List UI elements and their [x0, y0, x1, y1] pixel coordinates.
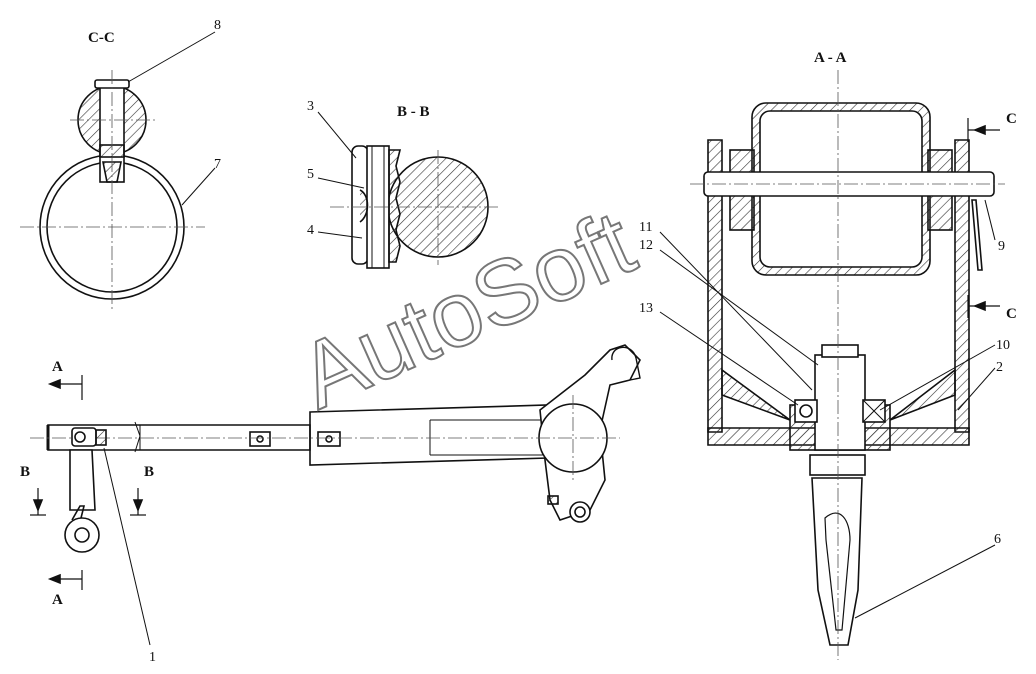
section-label-b-right: B — [144, 464, 154, 480]
section-label-a-top: A — [52, 359, 63, 375]
callout-1: 1 — [149, 650, 156, 665]
section-label-c-bottom: C — [1006, 306, 1017, 322]
section-label-c-top: C — [1006, 111, 1017, 127]
callout-9: 9 — [998, 239, 1005, 254]
callout-12: 12 — [639, 238, 653, 253]
callout-4: 4 — [307, 223, 314, 238]
section-label-bb: B - B — [397, 104, 430, 120]
view-c-c — [20, 31, 216, 310]
callout-2: 2 — [996, 360, 1003, 375]
callout-13: 13 — [639, 301, 653, 316]
view-b-b — [317, 111, 500, 269]
section-label-aa: A - A — [814, 50, 847, 66]
callout-6: 6 — [994, 532, 1001, 547]
callout-8: 8 — [214, 18, 221, 33]
section-label-a-bottom: A — [52, 592, 63, 608]
section-label-b-left: B — [20, 464, 30, 480]
callout-11: 11 — [639, 220, 652, 235]
callout-3: 3 — [307, 99, 314, 114]
callout-10: 10 — [996, 338, 1010, 353]
side-view-arm — [30, 344, 641, 646]
callout-7: 7 — [214, 157, 221, 172]
callout-5: 5 — [307, 167, 314, 182]
view-a-a — [659, 70, 1005, 660]
section-label-cc: C-C — [88, 30, 115, 46]
